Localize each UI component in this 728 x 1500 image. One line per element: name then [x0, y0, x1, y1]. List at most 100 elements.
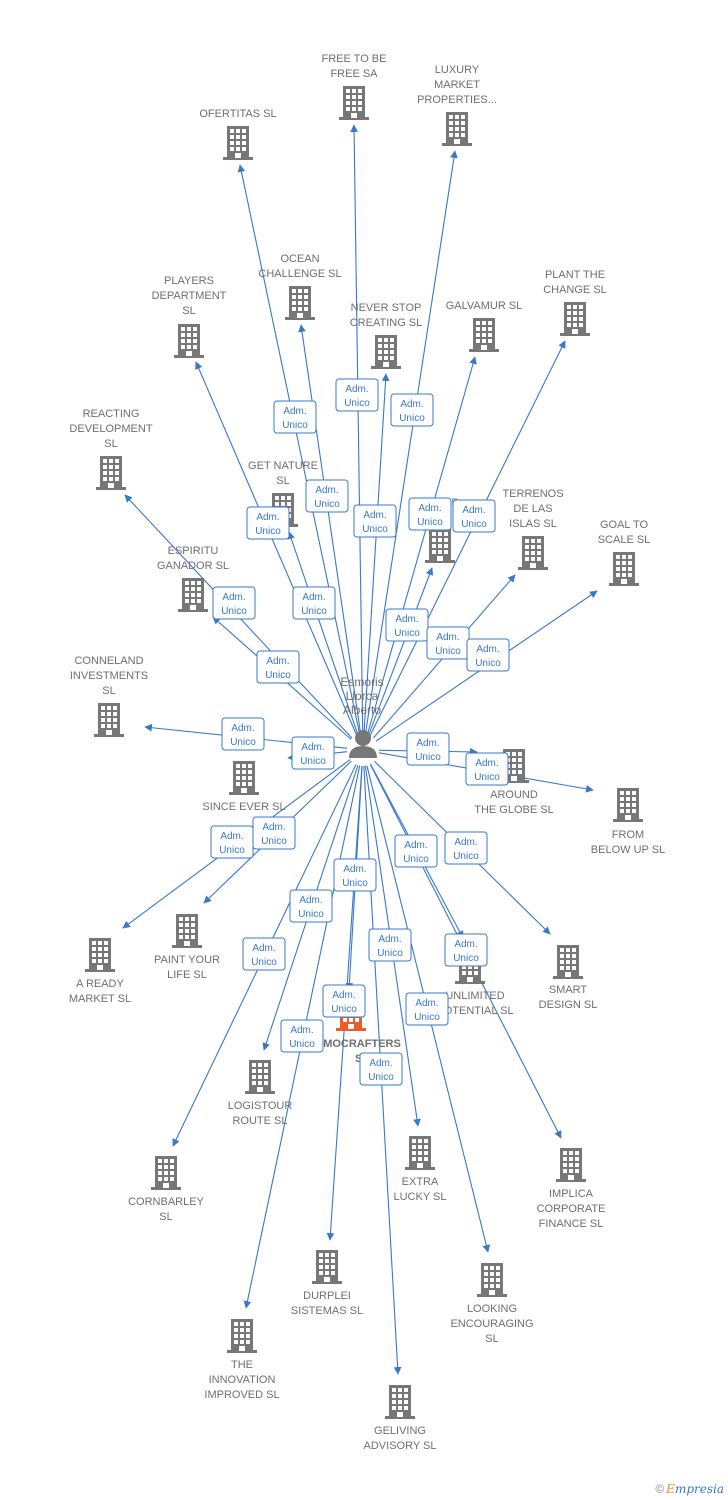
edge-label-durplei-sistemas-sl[interactable]: Adm.Unico — [322, 984, 366, 1018]
edge-label-text-line-1: Adm. — [222, 592, 245, 603]
edge-label-never-stop-creating-sl[interactable]: Adm.Unico — [353, 504, 397, 538]
edge-label-text-line-2: Unico — [417, 517, 443, 528]
edge-label-ocean-challenge-sl[interactable]: Adm.Unico — [305, 479, 349, 513]
edge-label-box — [256, 650, 300, 684]
brand-logo-text: mpresia — [674, 1482, 724, 1496]
edge-label-mocrafters-sl[interactable]: Adm.Unico — [333, 858, 377, 892]
center-person[interactable]: Esmoris Llorca Alberto — [340, 675, 384, 758]
edge-label-the-innovation-improved-sl[interactable]: Adm.Unico — [280, 1019, 324, 1053]
edge-label-implica-corporate-finance-sl[interactable]: Adm.Unico — [444, 933, 488, 967]
copyright-symbol: © — [655, 1482, 665, 1496]
edge-label-box — [465, 752, 509, 786]
company-label-around-the-globe-sl-line-1: AROUND — [490, 789, 538, 801]
edge-label-since-ever-sl[interactable]: Adm.Unico — [291, 736, 335, 770]
edge-label-extra-lucky-sl[interactable]: Adm.Unico — [368, 928, 412, 962]
edge-label-box — [390, 393, 434, 427]
company-label-cornbarley-sl-line-2: SL — [159, 1211, 172, 1223]
company-node-galvamur-sl[interactable]: GALVAMUR SL — [446, 300, 523, 352]
edge-label-unlimited-potential-sl[interactable]: Adm.Unico — [394, 834, 438, 868]
edge-label-paint-your-life-sl[interactable]: Adm.Unico — [252, 816, 296, 850]
edge-label-text-line-1: Adm. — [302, 592, 325, 603]
company-node-since-ever-sl[interactable]: SINCE EVER SL — [202, 761, 286, 813]
edge-label-terrenos-de-las-islas-sl[interactable]: Adm.Unico — [426, 626, 470, 660]
edge-label-get-nature-sl[interactable]: Adm.Unico — [292, 586, 336, 620]
company-label-galvamur-sl-line-1: GALVAMUR SL — [446, 300, 523, 312]
edge-label-goal-to-scale-sl[interactable]: Adm.Unico — [466, 638, 510, 672]
edge-label-text-line-1: Adm. — [415, 998, 438, 1009]
person-icon — [349, 730, 377, 758]
edge-plant-the-change-sl — [369, 340, 566, 736]
edge-label-box — [252, 816, 296, 850]
edge-label-from-below-up-sl[interactable]: Adm.Unico — [465, 752, 509, 786]
edge-label-plant-the-change-sl[interactable]: Adm.Unico — [452, 499, 496, 533]
company-node-luxury-market-properties[interactable]: LUXURYMARKETPROPERTIES... — [417, 64, 497, 146]
edge-label-galvamur-sl[interactable]: Adm.Unico — [408, 497, 452, 531]
company-label-looking-encouraging-sl-line-3: SL — [485, 1333, 498, 1345]
company-label-paint-your-life-sl-line-1: PAINT YOUR — [154, 954, 220, 966]
edge-label-box — [359, 1052, 403, 1086]
edge-label-luxury-market-properties[interactable]: Adm.Unico — [390, 393, 434, 427]
edge-label-text-line-2: Unico — [221, 606, 247, 617]
edge-label-box — [280, 1019, 324, 1053]
company-label-plant-the-change-sl-line-1: PLANT THE — [545, 269, 605, 281]
company-label-since-ever-sl-line-1: SINCE EVER SL — [202, 801, 285, 813]
company-label-ofertitas-sl-line-1: OFERTITAS SL — [199, 108, 276, 120]
edge-label-logistour-route-sl[interactable]: Adm.Unico — [289, 889, 333, 923]
edge-label-box — [322, 984, 366, 1018]
edge-label-players-department-sl[interactable]: Adm.Unico — [246, 506, 290, 540]
company-node-ofertitas-sl[interactable]: OFERTITAS SL — [199, 108, 277, 160]
company-label-durplei-sistemas-sl-line-2: SISTEMAS SL — [291, 1305, 363, 1317]
edge-label-conneland-investments-sl[interactable]: Adm.Unico — [221, 717, 265, 751]
edge-label-a-ready-market-sl[interactable]: Adm.Unico — [210, 825, 254, 859]
building-icon — [425, 529, 455, 563]
edge-free-to-be-free-sa — [350, 124, 364, 735]
edge-label-around-the-globe-sl[interactable]: Adm.Unico — [406, 732, 450, 766]
edge-label-box — [353, 504, 397, 538]
edge-label-free-to-be-free-sa[interactable]: Adm.Unico — [335, 378, 379, 412]
edge-label-text-line-1: Adm. — [252, 943, 275, 954]
building-icon — [285, 286, 315, 320]
edge-label-geliving-advisory-sl[interactable]: Adm.Unico — [359, 1052, 403, 1086]
edge-label-cornbarley-sl[interactable]: Adm.Unico — [242, 937, 286, 971]
edge-label-espiritu-ganador-sl[interactable]: Adm.Unico — [256, 650, 300, 684]
edge-label-smart-design-sl[interactable]: Adm.Unico — [444, 831, 488, 865]
edge-label-ofertitas-sl[interactable]: Adm.Unico — [273, 400, 317, 434]
edge-label-text-line-1: Adm. — [266, 656, 289, 667]
edge-label-text-line-1: Adm. — [476, 644, 499, 655]
brand-logo-initial: E — [666, 1482, 675, 1496]
company-label-reacting-development-sl-line-1: REACTING — [83, 408, 140, 420]
edge-label-unnamed-company[interactable]: Adm.Unico — [385, 608, 429, 642]
edge-label-text-line-1: Adm. — [299, 895, 322, 906]
edge-label-text-line-1: Adm. — [262, 822, 285, 833]
center-label-line-2: Llorca — [346, 689, 379, 703]
company-label-mocrafters-sl-line-1: MOCRAFTERS — [323, 1038, 401, 1050]
edge-label-looking-encouraging-sl[interactable]: Adm.Unico — [405, 992, 449, 1026]
edge-label-reacting-development-sl[interactable]: Adm. Unico — [212, 586, 256, 620]
